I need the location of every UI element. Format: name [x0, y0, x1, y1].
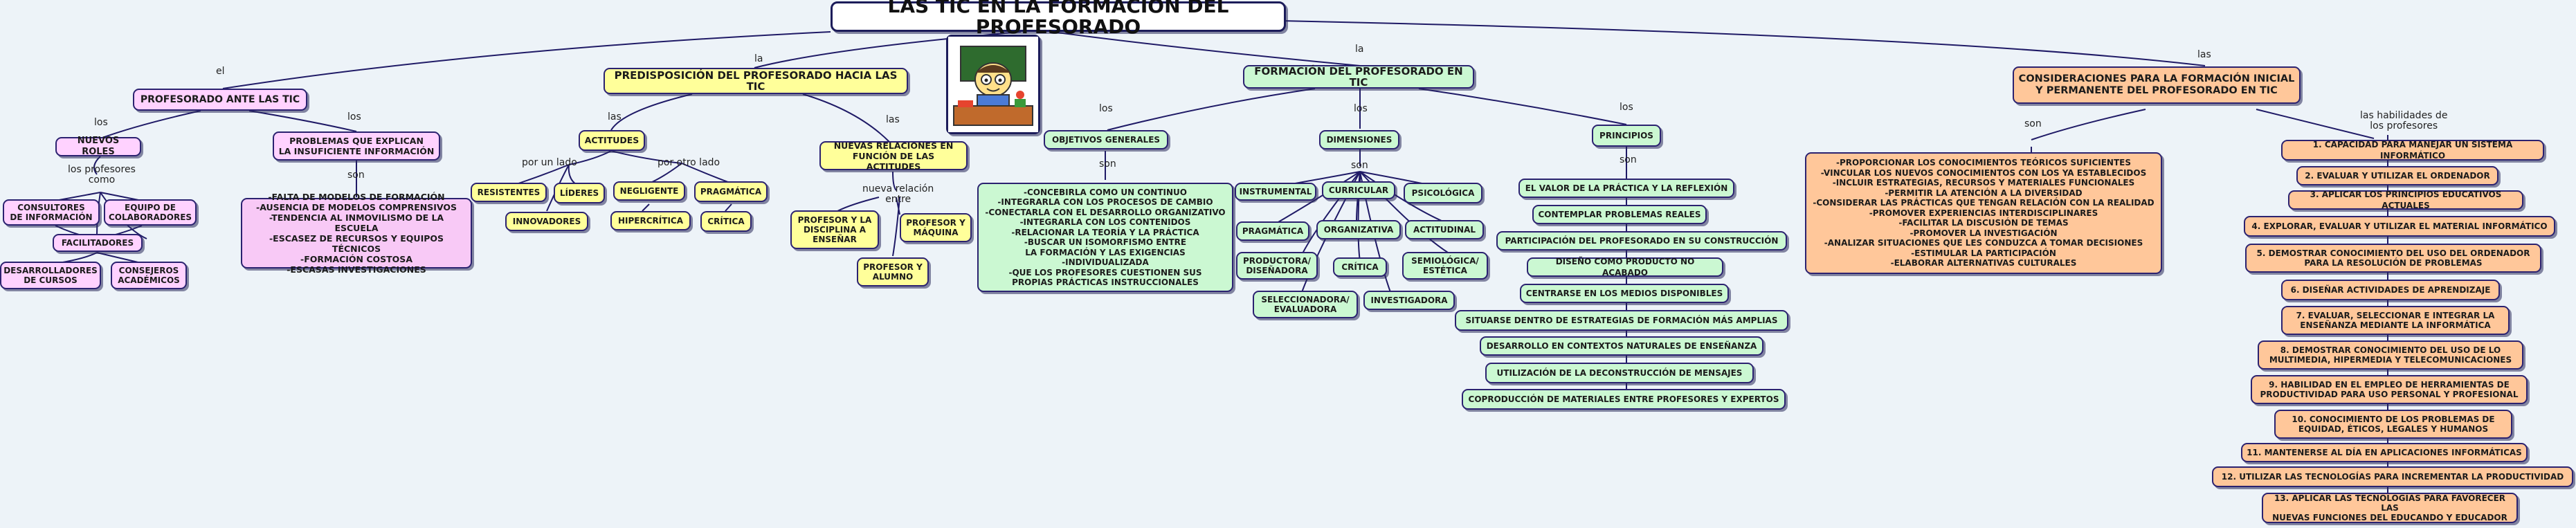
- link-label-por-un-lado: por un lado: [522, 157, 577, 168]
- link-label-la-2: la: [1355, 44, 1364, 55]
- node-objetivos-lista[interactable]: -CONCEBIRLA COMO UN CONTINUO -INTEGRARLA…: [977, 183, 1233, 292]
- link-label-la-1: la: [754, 53, 763, 64]
- node-equipo-colaboradores[interactable]: EQUIPO DE COLABORADORES: [104, 199, 197, 226]
- node-investigadora[interactable]: INVESTIGADORA: [1363, 291, 1455, 310]
- node-profesor-disciplina[interactable]: PROFESOR Y LA DISCIPLINA A ENSEÑAR: [790, 210, 879, 249]
- node-pragmatica-actitud[interactable]: PRAGMÁTICA: [694, 181, 768, 202]
- node-dimensiones[interactable]: DIMENSIONES: [1319, 130, 1399, 149]
- habilidad-item[interactable]: 1. CAPACIDAD PARA MANEJAR UN SISTEMA INF…: [2281, 140, 2544, 161]
- principio-item[interactable]: UTILIZACIÓN DE LA DECONSTRUCCIÓN DE MENS…: [1485, 363, 1754, 383]
- node-instrumental[interactable]: INSTRUMENTAL: [1235, 183, 1316, 201]
- habilidad-item[interactable]: 10. CONOCIMIENTO DE LOS PROBLEMAS DE EQU…: [2274, 410, 2512, 439]
- link-label-los-4: los: [1354, 103, 1368, 114]
- habilidad-item[interactable]: 2. EVALUAR Y UTILIZAR EL ORDENADOR: [2296, 166, 2498, 185]
- habilidad-item[interactable]: 6. DISEÑAR ACTIVIDADES DE APRENDIZAJE: [2281, 280, 2500, 300]
- node-resistentes[interactable]: RESISTENTES: [471, 183, 547, 202]
- habilidad-item[interactable]: 5. DEMOSTRAR CONOCIMIENTO DEL USO DEL OR…: [2245, 244, 2541, 273]
- link-label-son-3: son: [1351, 160, 1368, 171]
- habilidad-item[interactable]: 8. DEMOSTRAR CONOCIMIENTO DEL USO DE LO …: [2258, 340, 2523, 370]
- node-problemas[interactable]: PROBLEMAS QUE EXPLICAN LA INSUFICIENTE I…: [273, 131, 440, 161]
- principio-item[interactable]: EL VALOR DE LA PRÁCTICA Y LA REFLEXIÓN: [1518, 179, 1734, 198]
- node-organizativa[interactable]: ORGANIZATIVA: [1316, 220, 1401, 239]
- link-label-los-1: los: [94, 117, 108, 128]
- habilidad-item[interactable]: 13. APLICAR LAS TECNOLOGÍAS PARA FAVOREC…: [2262, 493, 2518, 523]
- node-profesor-maquina[interactable]: PROFESOR Y MÁQUINA: [900, 213, 972, 242]
- map-root-title: LAS TIC EN LA FORMACIÓN DEL PROFESORADO: [831, 0, 1286, 37]
- node-consideraciones-lista[interactable]: -PROPORCIONAR LOS CONOCIMIENTOS TEÓRICOS…: [1805, 152, 2162, 274]
- node-actitudinal[interactable]: ACTITUDINAL: [1405, 220, 1484, 239]
- link-label-los-2: los: [347, 111, 361, 122]
- node-seleccionadora[interactable]: SELECCIONADORA/ EVALUADORA: [1253, 291, 1358, 318]
- node-lideres[interactable]: LÍDERES: [554, 183, 605, 203]
- principio-item[interactable]: CENTRARSE EN LOS MEDIOS DISPONIBLES: [1520, 284, 1729, 303]
- node-profesor-alumno[interactable]: PROFESOR Y ALUMNO: [857, 257, 929, 286]
- link-label-nueva-relacion: nueva relación entre: [862, 183, 934, 205]
- link-label-habilidades: las habilidades de los profesores: [2360, 110, 2448, 131]
- node-psicologica[interactable]: PSICOLÓGICA: [1404, 183, 1482, 203]
- link-label-son-4: son: [1620, 154, 1637, 165]
- node-consideraciones[interactable]: CONSIDERACIONES PARA LA FORMACIÓN INICIA…: [2013, 66, 2301, 104]
- habilidad-item[interactable]: 9. HABILIDAD EN EL EMPLEO DE HERRAMIENTA…: [2251, 375, 2528, 404]
- node-principios[interactable]: PRINCIPIOS: [1592, 125, 1661, 147]
- node-desarrolladores[interactable]: DESARROLLADORES DE CURSOS: [0, 262, 101, 289]
- habilidad-item[interactable]: 12. UTILIZAR LAS TECNOLOGÍAS PARA INCREM…: [2212, 466, 2573, 487]
- node-consultores[interactable]: CONSULTORES DE INFORMACIÓN: [3, 199, 100, 226]
- principio-item[interactable]: PARTICIPACIÓN DEL PROFESORADO EN SU CONS…: [1496, 231, 1787, 251]
- link-label-los-3: los: [1099, 103, 1113, 114]
- node-critica-actitud[interactable]: CRÍTICA: [700, 211, 752, 232]
- teacher-illustration: [948, 37, 1038, 132]
- habilidad-item[interactable]: 11. MANTENERSE AL DÍA EN APLICACIONES IN…: [2241, 443, 2528, 462]
- node-productora[interactable]: PRODUCTORA/ DISEÑADORA: [1236, 252, 1318, 280]
- node-problemas-lista[interactable]: -FALTA DE MODELOS DE FORMACIÓN -AUSENCIA…: [241, 192, 472, 275]
- node-innovadores[interactable]: INNOVADORES: [505, 212, 588, 231]
- link-label-son-1: son: [347, 170, 365, 181]
- node-semiologica[interactable]: SEMIOLÓGICA/ ESTÉTICA: [1402, 252, 1488, 280]
- habilidad-item[interactable]: 7. EVALUAR, SELECCIONAR E INTEGRAR LA EN…: [2281, 306, 2510, 335]
- node-formacion[interactable]: FORMACIÓN DEL PROFESORADO EN TIC: [1243, 65, 1474, 89]
- node-facilitadores[interactable]: FACILITADORES: [53, 234, 143, 252]
- node-consejeros[interactable]: CONSEJEROS ACADÉMICOS: [111, 262, 187, 289]
- principio-item[interactable]: SITUARSE DENTRO DE ESTRATEGIAS DE FORMAC…: [1455, 310, 1788, 331]
- node-pragmatica-dim[interactable]: PRAGMÁTICA: [1236, 221, 1309, 241]
- link-label-las-1: las: [2197, 49, 2211, 60]
- node-critica-dim[interactable]: CRÍTICA: [1333, 257, 1387, 277]
- node-predisposicion[interactable]: PREDISPOSICIÓN DEL PROFESORADO HACIA LAS…: [604, 68, 908, 94]
- link-label-por-otro-lado: por otro lado: [657, 157, 720, 168]
- link-label-las-2: las: [608, 111, 622, 122]
- node-profesorado-ante-tic[interactable]: PROFESORADO ANTE LAS TIC: [133, 89, 307, 111]
- node-hipercritica[interactable]: HIPERCRÍTICA: [610, 211, 691, 230]
- node-nuevas-relaciones[interactable]: NUEVAS RELACIONES EN FUNCIÓN DE LAS ACTI…: [819, 140, 968, 172]
- node-curricular[interactable]: CURRICULAR: [1322, 181, 1395, 199]
- node-objetivos-generales[interactable]: OBJETIVOS GENERALES: [1044, 130, 1168, 149]
- link-label-las-3: las: [886, 114, 900, 125]
- principio-item[interactable]: DESARROLLO EN CONTEXTOS NATURALES DE ENS…: [1480, 336, 1763, 356]
- node-nuevos-roles[interactable]: NUEVOS ROLES: [55, 136, 141, 157]
- habilidad-item[interactable]: 3. APLICAR LOS PRINCIPIOS EDUCATIVOS ACT…: [2288, 190, 2523, 210]
- principio-item[interactable]: CONTEMPLAR PROBLEMAS REALES: [1532, 205, 1707, 224]
- link-label-son-5: son: [2024, 118, 2042, 129]
- node-negligente[interactable]: NEGLIGENTE: [613, 181, 685, 201]
- link-label-son-2: son: [1099, 158, 1116, 170]
- teacher-at-desk-cartoon-icon: [946, 35, 1040, 134]
- node-actitudes[interactable]: ACTITUDES: [579, 130, 645, 151]
- principio-item[interactable]: DISEÑO COMO PRODUCTO NO ACABADO: [1527, 257, 1723, 277]
- principio-item[interactable]: COPRODUCCIÓN DE MATERIALES ENTRE PROFESO…: [1462, 389, 1786, 410]
- link-label-el: el: [216, 66, 225, 77]
- habilidad-item[interactable]: 4. EXPLORAR, EVALUAR Y UTILIZAR EL MATER…: [2244, 216, 2555, 237]
- link-label-los-5: los: [1620, 102, 1633, 113]
- link-label-los-profesores: los profesores como: [68, 164, 136, 185]
